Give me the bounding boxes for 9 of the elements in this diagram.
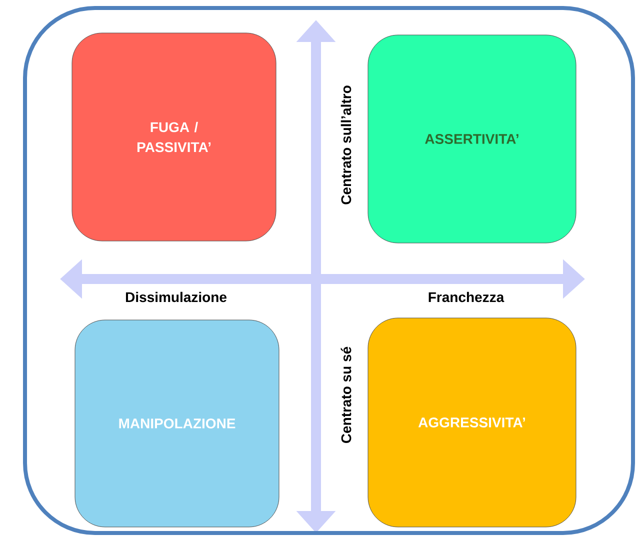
quadrant-box: ASSERTIVITA’ <box>368 34 576 244</box>
axis-label: Centrato sull’altro <box>340 86 352 204</box>
axis-label: Centrato su sé <box>340 346 352 444</box>
axis-label: Franchezza <box>428 292 504 302</box>
quadrant-box: AGGRESSIVITA’ <box>368 318 576 528</box>
quadrant-box: MANIPOLAZIONE <box>74 320 280 528</box>
frame <box>23 6 635 535</box>
quadrant-box: FUGA / PASSIVITA’ <box>72 32 276 242</box>
axis-label: Dissimulazione <box>126 292 226 302</box>
